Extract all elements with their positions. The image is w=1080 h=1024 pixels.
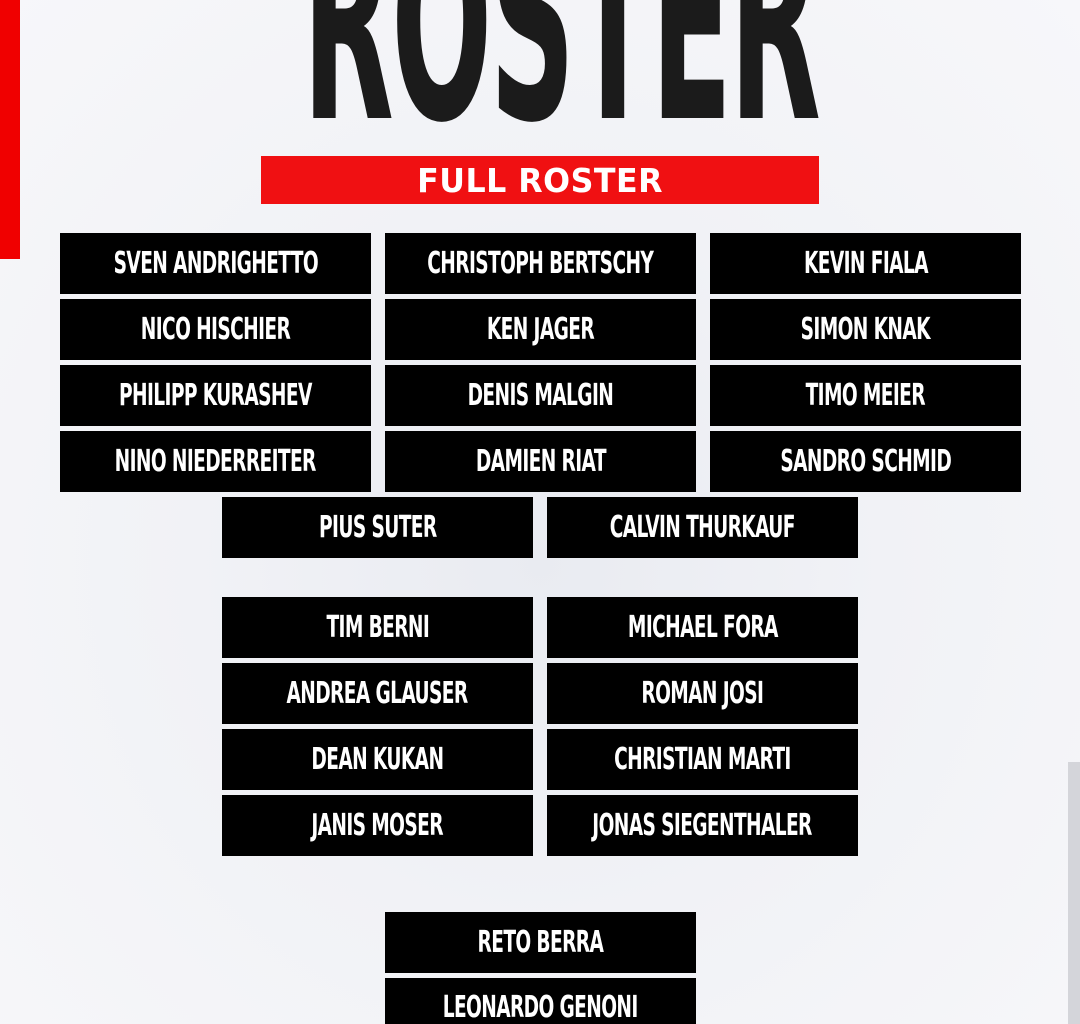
player-name: CHRISTIAN MARTI (614, 742, 791, 777)
player-card: ANDREA GLAUSER (222, 663, 533, 724)
player-card: PIUS SUTER (222, 497, 533, 558)
player-name: NICO HISCHIER (140, 312, 291, 347)
player-card: SANDRO SCHMID (710, 431, 1021, 492)
left-accent-bar (0, 0, 20, 259)
player-name: SANDRO SCHMID (780, 444, 951, 479)
player-card: SVEN ANDRIGHETTO (60, 233, 371, 294)
player-name: ROMAN JOSI (641, 676, 765, 711)
player-name: TIMO MEIER (805, 378, 926, 413)
player-name: DAMIEN RIAT (475, 444, 606, 479)
player-name: DENIS MALGIN (467, 378, 614, 413)
player-card: DAMIEN RIAT (385, 431, 696, 492)
right-edge-strip (1068, 762, 1080, 1024)
player-card: DENIS MALGIN (385, 365, 696, 426)
player-name: CALVIN THURKAUF (609, 510, 796, 545)
player-name: PHILIPP KURASHEV (119, 378, 312, 413)
player-card: TIMO MEIER (710, 365, 1021, 426)
player-name: JANIS MOSER (311, 808, 444, 843)
player-card: LEONARDO GENONI (385, 978, 696, 1024)
player-card: NICO HISCHIER (60, 299, 371, 360)
player-card: CALVIN THURKAUF (547, 497, 858, 558)
player-card: CHRISTIAN MARTI (547, 729, 858, 790)
player-card: JANIS MOSER (222, 795, 533, 856)
player-card: NINO NIEDERREITER (60, 431, 371, 492)
player-name: NINO NIEDERREITER (114, 444, 317, 479)
player-name: ANDREA GLAUSER (286, 676, 469, 711)
player-name: SVEN ANDRIGHETTO (113, 246, 318, 281)
player-card: SIMON KNAK (710, 299, 1021, 360)
player-card: KEN JAGER (385, 299, 696, 360)
player-name: KEVIN FIALA (803, 246, 929, 281)
player-card: ROMAN JOSI (547, 663, 858, 724)
player-card: PHILIPP KURASHEV (60, 365, 371, 426)
player-name: DEAN KUKAN (311, 742, 445, 777)
player-card: KEVIN FIALA (710, 233, 1021, 294)
player-card: JONAS SIEGENTHALER (547, 795, 858, 856)
player-card: CHRISTOPH BERTSCHY (385, 233, 696, 294)
player-name: PIUS SUTER (318, 510, 437, 545)
player-name: SIMON KNAK (800, 312, 931, 347)
player-card: MICHAEL FORA (547, 597, 858, 658)
player-card: DEAN KUKAN (222, 729, 533, 790)
player-name: TIM BERNI (326, 610, 429, 645)
player-name: RETO BERRA (477, 925, 604, 960)
page-title: ROSTER (302, 0, 821, 182)
player-name: CHRISTOPH BERTSCHY (427, 246, 654, 281)
player-name: LEONARDO GENONI (443, 990, 639, 1024)
subtitle-label: FULL ROSTER (417, 160, 663, 200)
player-name: MICHAEL FORA (627, 610, 778, 645)
subtitle-banner: FULL ROSTER (261, 156, 819, 204)
player-card: RETO BERRA (385, 912, 696, 973)
player-name: KEN JAGER (486, 312, 595, 347)
player-card: TIM BERNI (222, 597, 533, 658)
player-name: JONAS SIEGENTHALER (592, 808, 813, 843)
